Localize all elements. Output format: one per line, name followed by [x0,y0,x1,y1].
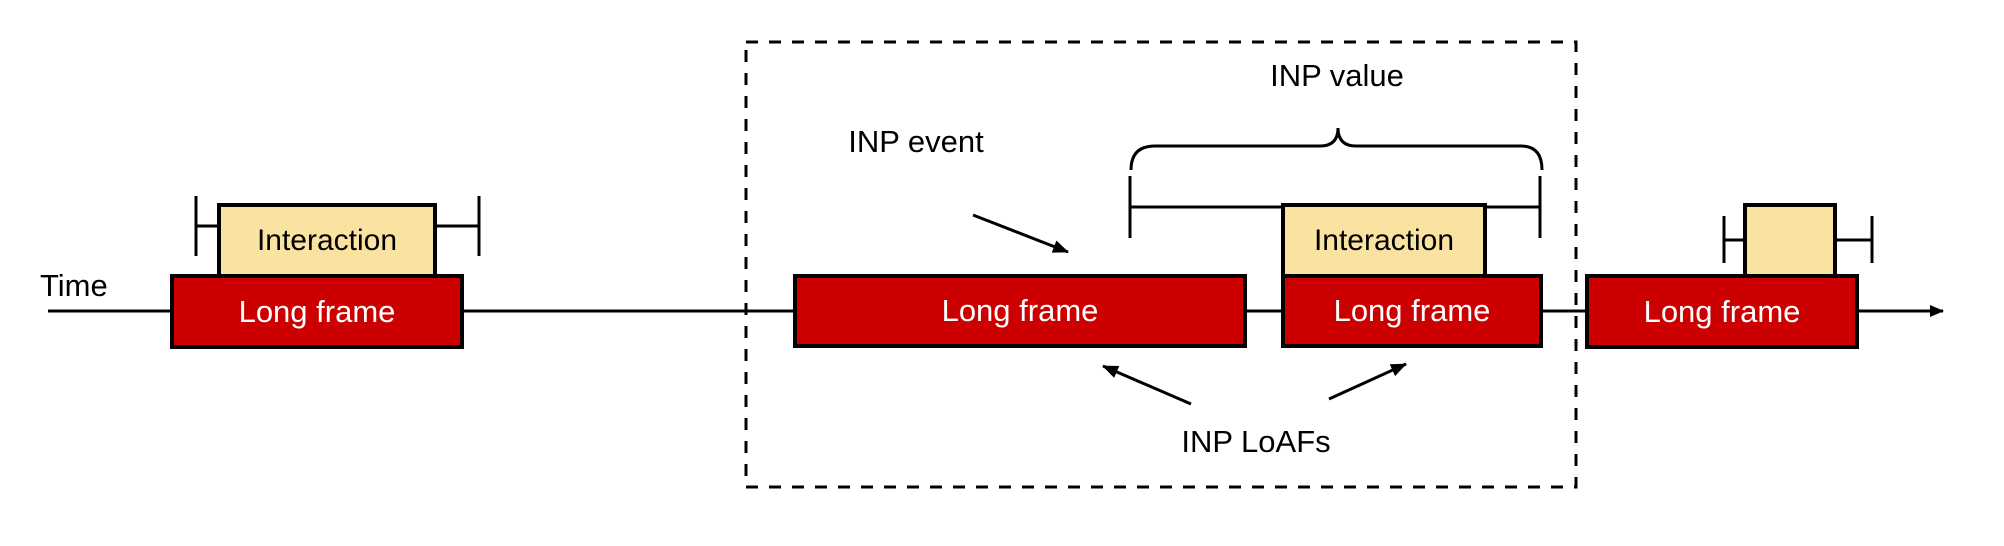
long-frame-label: Long frame [1644,294,1801,329]
inp-loafs-label: INP LoAFs [1181,424,1330,459]
interaction-label: Interaction [1314,224,1454,257]
long-frame-label: Long frame [942,293,1099,328]
interaction-2: Interaction [1128,176,1542,278]
inp-loafs-arrow-left [1102,364,1192,406]
long-frame-4: Long frame [1585,274,1859,349]
inp-event-arrow [972,213,1069,254]
long-frame-2: Long frame [793,274,1247,348]
long-frame-3: Long frame [1281,274,1543,348]
time-axis-label: Time [40,268,108,303]
inp-loafs-arrow-right [1328,362,1407,401]
interaction-rect [217,203,437,278]
interaction-1: Interaction [194,196,481,278]
long-frame-rect [1281,274,1543,348]
long-frame-rect [793,274,1247,348]
interaction-rect [1743,203,1837,278]
inp-value-brace [1129,127,1544,171]
long-frame-1: Long frame [170,274,464,349]
long-frame-rect [1585,274,1859,349]
interaction-label: Interaction [257,224,397,257]
long-frame-label: Long frame [239,294,396,329]
highlight-dashed-region [744,40,1578,489]
long-frame-label: Long frame [1334,293,1491,328]
inp-value-label: INP value [1270,58,1404,93]
interaction-rect [1281,203,1487,278]
inp-event-label: INP event [848,124,984,159]
interaction-3 [1722,203,1874,278]
